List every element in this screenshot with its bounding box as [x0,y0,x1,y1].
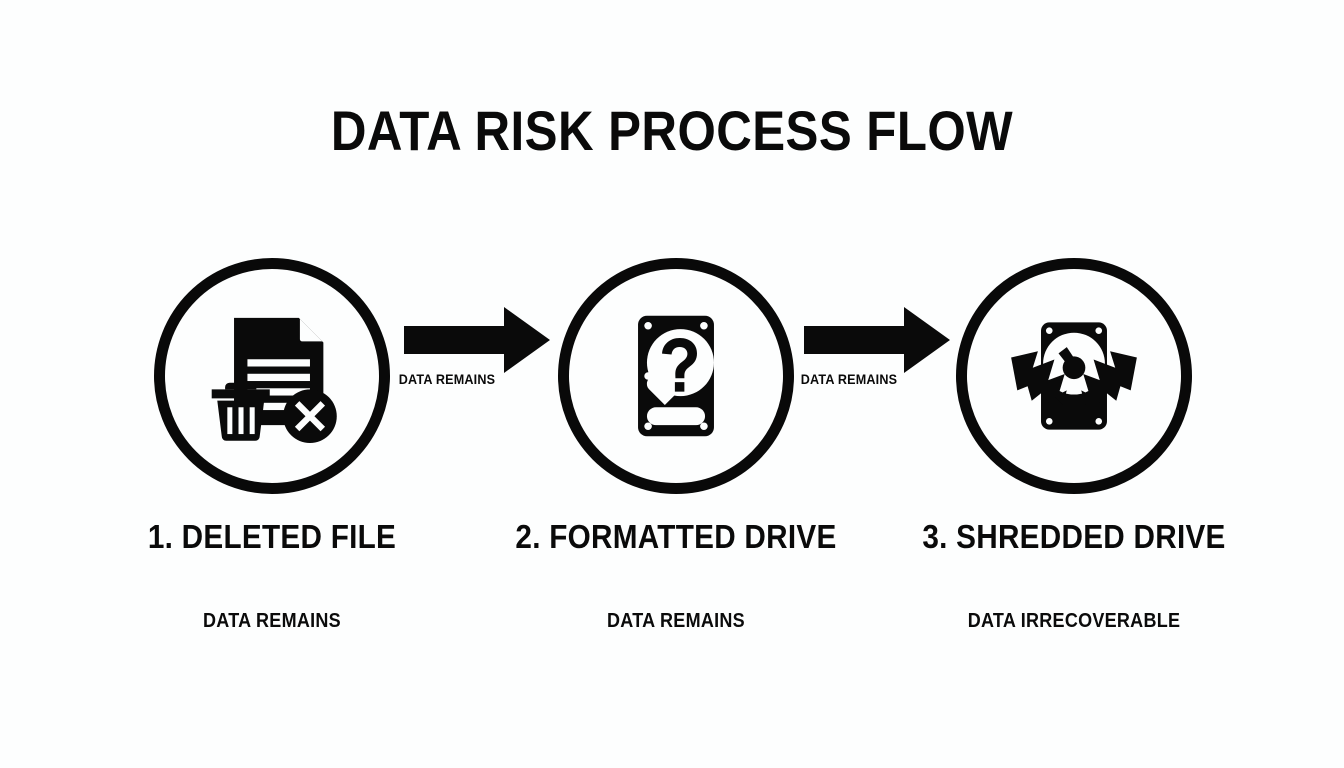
step-caption-3: DATA IRRECOVERABLE [967,610,1181,632]
process-flow-row: DATA REMAINS [0,258,1344,498]
deleted-file-icon [205,309,339,443]
flow-node-shredded-drive[interactable] [956,258,1192,494]
connector-label-1: DATA REMAINS [398,371,496,387]
node-circle-outline [956,258,1192,494]
step-title-2: 2. FORMATTED DRIVE [515,518,837,555]
connector-label-2: DATA REMAINS [800,371,898,387]
flow-node-deleted-file[interactable] [154,258,390,494]
arrow-right-icon-1 [404,305,550,375]
flow-node-formatted-drive[interactable] [558,258,794,494]
step-title-1: 1. DELETED FILE [147,518,397,555]
page-title: DATA RISK PROCESS FLOW [330,99,1014,162]
step-caption-1: DATA REMAINS [203,610,341,632]
formatted-drive-question-icon [609,309,743,443]
shredded-drive-icon [1007,309,1141,443]
arrow-right-icon-2 [804,305,950,375]
step-caption-2: DATA REMAINS [607,610,745,632]
step-title-3: 3. SHREDDED DRIVE [922,518,1226,555]
node-circle-outline [154,258,390,494]
